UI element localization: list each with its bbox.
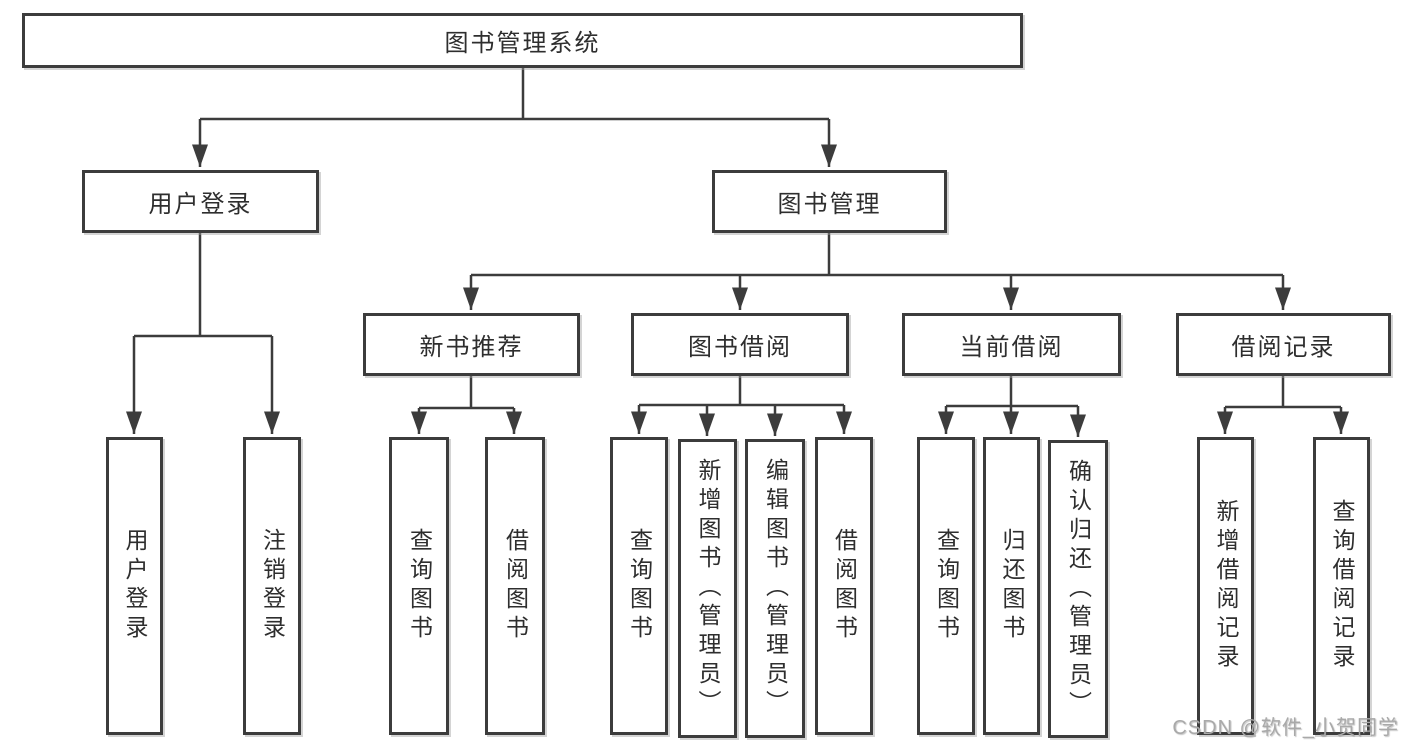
leaf-add-borrow-record: 新增借阅记录 — [1197, 437, 1254, 735]
leaf-query-books-bb: 查询图书 — [610, 437, 668, 735]
leaf-confirm-return-admin: 确认归还（管理员） — [1048, 440, 1108, 738]
node-borrow-records-label: 借阅记录 — [1231, 334, 1336, 361]
node-root-library-system: 图书管理系统 — [22, 13, 1023, 68]
node-current-borrowing-label: 当前借阅 — [959, 334, 1064, 361]
leaf-query-borrow-record: 查询借阅记录 — [1313, 437, 1370, 735]
node-user-login: 用户登录 — [82, 170, 319, 233]
leaf-query-books-cb-label: 查询图书 — [933, 528, 960, 644]
leaf-add-borrow-record-label: 新增借阅记录 — [1213, 499, 1239, 673]
csdn-watermark: CSDN @软件_小贺同学 — [1172, 717, 1399, 739]
leaf-return-books-label: 归还图书 — [999, 528, 1025, 644]
leaf-user-login-label: 用户登录 — [122, 528, 148, 644]
leaf-logout: 注销登录 — [243, 437, 301, 735]
node-book-management: 图书管理 — [712, 170, 947, 233]
leaf-logout-label: 注销登录 — [259, 528, 286, 644]
leaf-borrow-books-bb: 借阅图书 — [815, 437, 873, 735]
leaf-query-books-cb: 查询图书 — [917, 437, 975, 735]
node-borrow-records: 借阅记录 — [1176, 313, 1391, 376]
node-current-borrowing: 当前借阅 — [902, 313, 1121, 376]
leaf-add-books-admin: 新增图书（管理员） — [678, 439, 737, 738]
leaf-edit-books-admin-label: 编辑图书（管理员） — [762, 458, 789, 719]
leaf-user-login: 用户登录 — [106, 437, 163, 735]
node-root-label: 图书管理系统 — [444, 30, 601, 57]
leaf-query-books-bb-label: 查询图书 — [626, 528, 653, 644]
node-new-book-recommendation: 新书推荐 — [363, 313, 580, 376]
leaf-query-books-nbr-label: 查询图书 — [406, 528, 433, 644]
node-book-management-label: 图书管理 — [777, 191, 882, 218]
node-book-borrowing: 图书借阅 — [631, 313, 849, 376]
leaf-add-books-admin-label: 新增图书（管理员） — [695, 458, 721, 719]
node-user-login-label: 用户登录 — [148, 191, 253, 218]
leaf-borrow-books-nbr-label: 借阅图书 — [502, 528, 529, 644]
node-book-borrowing-label: 图书借阅 — [688, 334, 792, 361]
leaf-borrow-books-bb-label: 借阅图书 — [831, 528, 858, 644]
node-new-book-recommendation-label: 新书推荐 — [419, 334, 524, 361]
leaf-borrow-books-nbr: 借阅图书 — [485, 437, 545, 735]
leaf-edit-books-admin: 编辑图书（管理员） — [745, 439, 805, 738]
leaf-query-books-nbr: 查询图书 — [389, 437, 449, 735]
leaf-return-books: 归还图书 — [983, 437, 1040, 735]
leaf-confirm-return-admin-label: 确认归还（管理员） — [1065, 458, 1092, 720]
leaf-query-borrow-record-label: 查询借阅记录 — [1329, 499, 1355, 673]
